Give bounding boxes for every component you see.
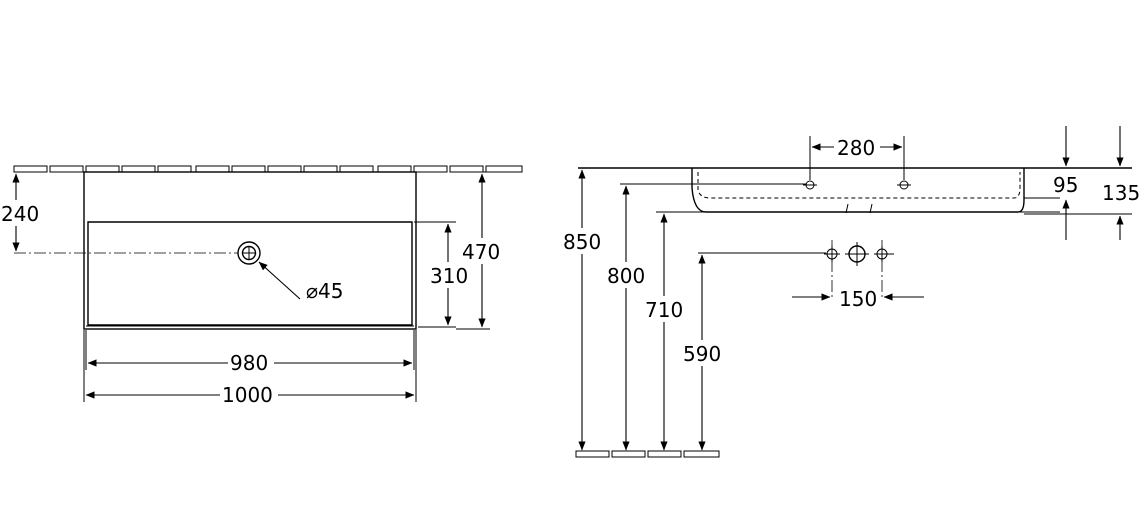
- basin-side-outline: [691, 168, 1025, 213]
- drain-leader: [258, 261, 301, 300]
- dim-label-1000: 1000: [222, 383, 273, 407]
- side-view: 280 95 135: [562, 126, 1140, 458]
- dim-label-470: 470: [462, 240, 500, 264]
- dim-label-240: 240: [1, 202, 39, 226]
- dim-label-280: 280: [837, 136, 875, 160]
- basin-bowl-outline: [87, 221, 413, 326]
- dim-label-590: 590: [683, 342, 721, 366]
- dim-label-980: 980: [230, 351, 268, 375]
- dim-label-710: 710: [645, 298, 683, 322]
- supply-fittings: [824, 240, 894, 300]
- wall-strip-top-view: [13, 165, 523, 173]
- dim-label-310: 310: [430, 264, 468, 288]
- top-view: 240 310 470 ⌀45 980 1000: [0, 165, 523, 408]
- dim-label-800: 800: [607, 264, 645, 288]
- dim-label-150: 150: [839, 287, 877, 311]
- dim-label-135: 135: [1102, 181, 1140, 205]
- dim-label-95: 95: [1053, 173, 1078, 197]
- tap-holes: [803, 180, 911, 190]
- dim-label-drain-diameter: ⌀45: [306, 279, 344, 303]
- dim-label-850: 850: [563, 230, 601, 254]
- floor-strip: [575, 450, 720, 458]
- drain-symbol: [237, 241, 261, 265]
- basin-outer-outline: [83, 171, 417, 330]
